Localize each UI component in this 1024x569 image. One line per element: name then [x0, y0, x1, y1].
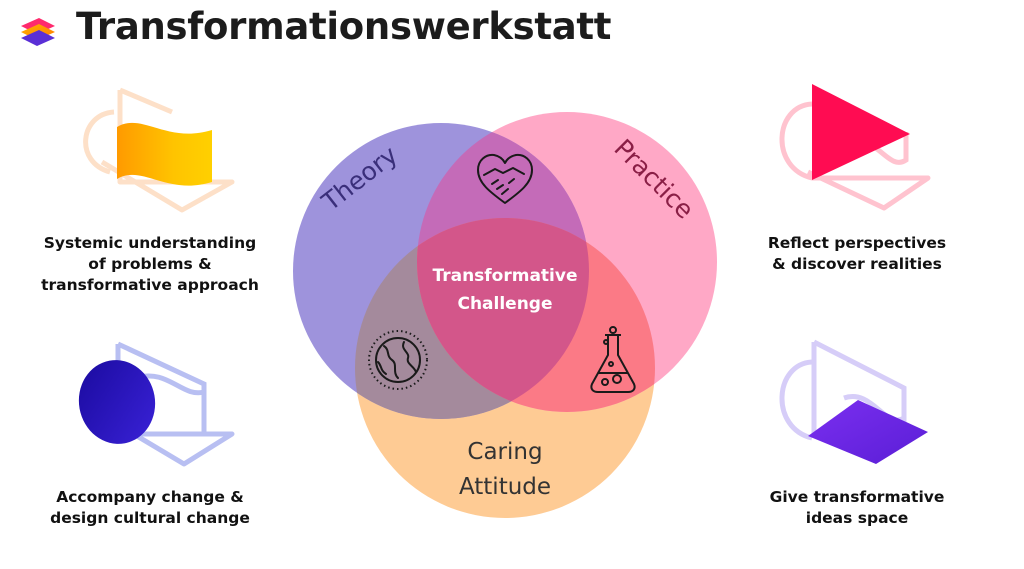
caption-line: Give transformative: [769, 488, 945, 506]
caption-line: Accompany change &: [56, 488, 244, 506]
page-title: Transformationswerkstatt: [76, 5, 612, 48]
caption-systemic-understanding: Systemic understanding of problems & tra…: [38, 233, 262, 296]
caption-line: transformative approach: [41, 276, 259, 294]
triangle-shape-illustration: [779, 84, 931, 211]
center-label-line1: Transformative: [432, 266, 577, 286]
caption-reflect-perspectives: Reflect perspectives & discover realitie…: [745, 233, 969, 275]
caption-line: Systemic understanding: [43, 234, 257, 252]
handshake-heart-icon: [477, 153, 533, 204]
wave-shape-illustration: [83, 87, 235, 213]
caption-line: of problems &: [88, 255, 212, 273]
ellipse-shape-illustration: [78, 341, 235, 467]
caption-accompany-change: Accompany change & design cultural chang…: [38, 487, 262, 529]
flask-icon: [590, 326, 636, 393]
center-overlap: [417, 218, 589, 412]
caring-attitude-label-line2: Attitude: [459, 474, 551, 500]
caring-attitude-label-line1: Caring: [467, 439, 542, 465]
caption-give-ideas-space: Give transformative ideas space: [745, 487, 969, 529]
diamond-shape-illustration: [779, 339, 928, 464]
brand-logo: [21, 18, 55, 46]
caption-line: & discover realities: [772, 255, 942, 273]
venn-diagram: Theory Practice Caring Attitude Transfor…: [293, 112, 717, 518]
caption-line: Reflect perspectives: [767, 234, 947, 252]
caption-line: ideas space: [805, 509, 909, 527]
caption-line: design cultural change: [50, 509, 250, 527]
globe-icon: [368, 330, 428, 390]
center-label-line2: Challenge: [457, 294, 552, 314]
